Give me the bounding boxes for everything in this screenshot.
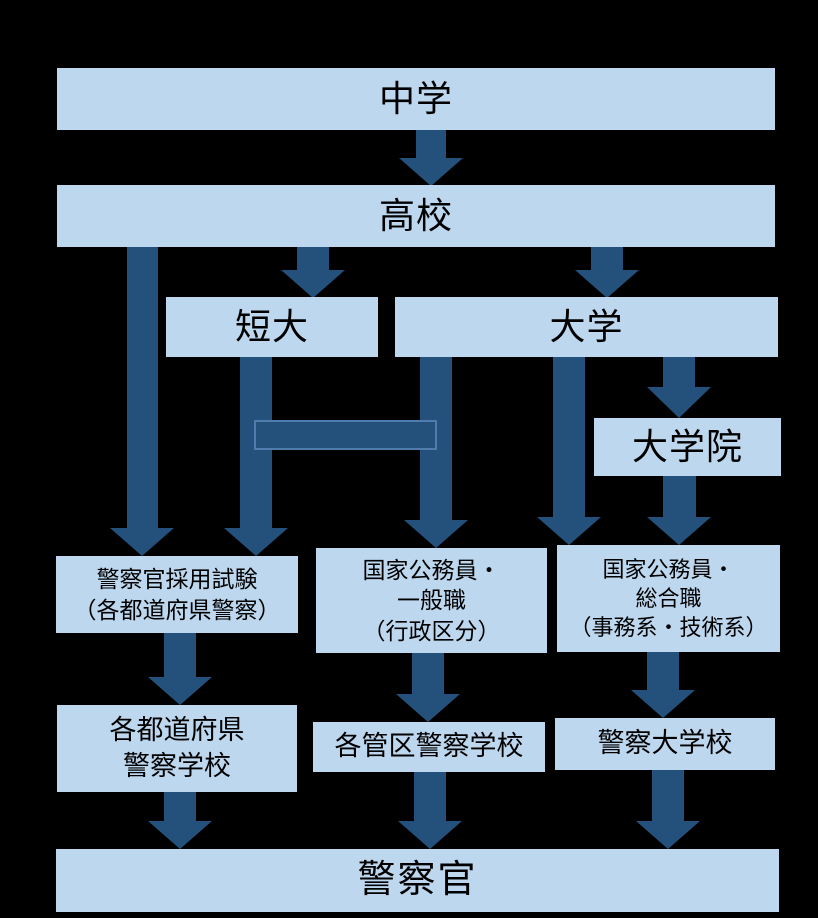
node-high-school-label: 高校 xyxy=(378,195,453,237)
node-university: 大学 xyxy=(395,297,778,357)
node-police-officer: 警察官 xyxy=(56,849,779,912)
comprehensive-line-3: （事務系・技術系） xyxy=(569,615,768,641)
node-university-label: 大学 xyxy=(549,306,624,348)
comprehensive-line-1: 国家公務員・ xyxy=(602,556,735,582)
prefectural-school-line-1: 各都道府県 xyxy=(109,714,245,745)
exam-line-2: （各都道府県警察） xyxy=(73,596,281,623)
node-police-recruitment-exam: 警察官採用試験 （各都道府県警察） xyxy=(56,556,298,633)
node-high-school: 高校 xyxy=(57,185,775,247)
general-line-2: 一般職 xyxy=(397,587,466,614)
node-junior-college: 短大 xyxy=(166,297,378,357)
node-graduate-school-label: 大学院 xyxy=(631,426,743,468)
node-national-civil-service-general: 国家公務員・ 一般職 （行政区分） xyxy=(316,548,547,653)
comprehensive-line-2: 総合職 xyxy=(635,585,702,611)
prefectural-school-line-2: 警察学校 xyxy=(123,750,231,781)
node-graduate-school: 大学院 xyxy=(594,418,781,476)
police-academy-label: 警察大学校 xyxy=(597,728,733,759)
bridge-connector xyxy=(254,420,437,450)
police-officer-label: 警察官 xyxy=(357,859,478,902)
node-national-civil-service-comprehensive: 国家公務員・ 総合職 （事務系・技術系） xyxy=(557,545,780,652)
node-regional-police-school: 各管区警察学校 xyxy=(313,722,545,772)
general-line-3: （行政区分） xyxy=(362,617,501,644)
general-line-1: 国家公務員・ xyxy=(362,556,501,583)
node-national-police-academy: 警察大学校 xyxy=(555,718,775,770)
node-junior-college-label: 短大 xyxy=(234,306,309,348)
exam-line-1: 警察官採用試験 xyxy=(96,566,258,593)
node-middle-school: 中学 xyxy=(57,68,775,130)
node-prefectural-police-school: 各都道府県 警察学校 xyxy=(57,705,297,792)
regional-school-label: 各管区警察学校 xyxy=(334,731,524,762)
node-middle-school-label: 中学 xyxy=(378,78,453,120)
